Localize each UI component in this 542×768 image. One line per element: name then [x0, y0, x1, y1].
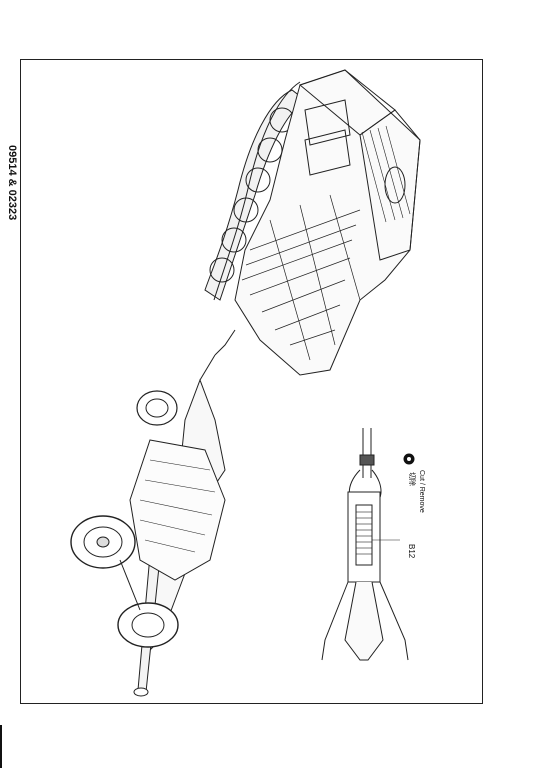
tracked-tractor-illustration	[204, 69, 421, 376]
gun-carriage-illustration	[70, 378, 226, 697]
part-label-b12: B12	[407, 544, 416, 559]
cut-remove-icon	[403, 453, 415, 465]
b12-detail-illustration	[321, 428, 409, 661]
scan-edge-mark	[0, 725, 2, 768]
cut-remove-label: Cut / Remove	[418, 470, 425, 513]
diagram-frame	[20, 59, 483, 704]
cut-remove-cjk-label: 切除	[408, 472, 415, 486]
